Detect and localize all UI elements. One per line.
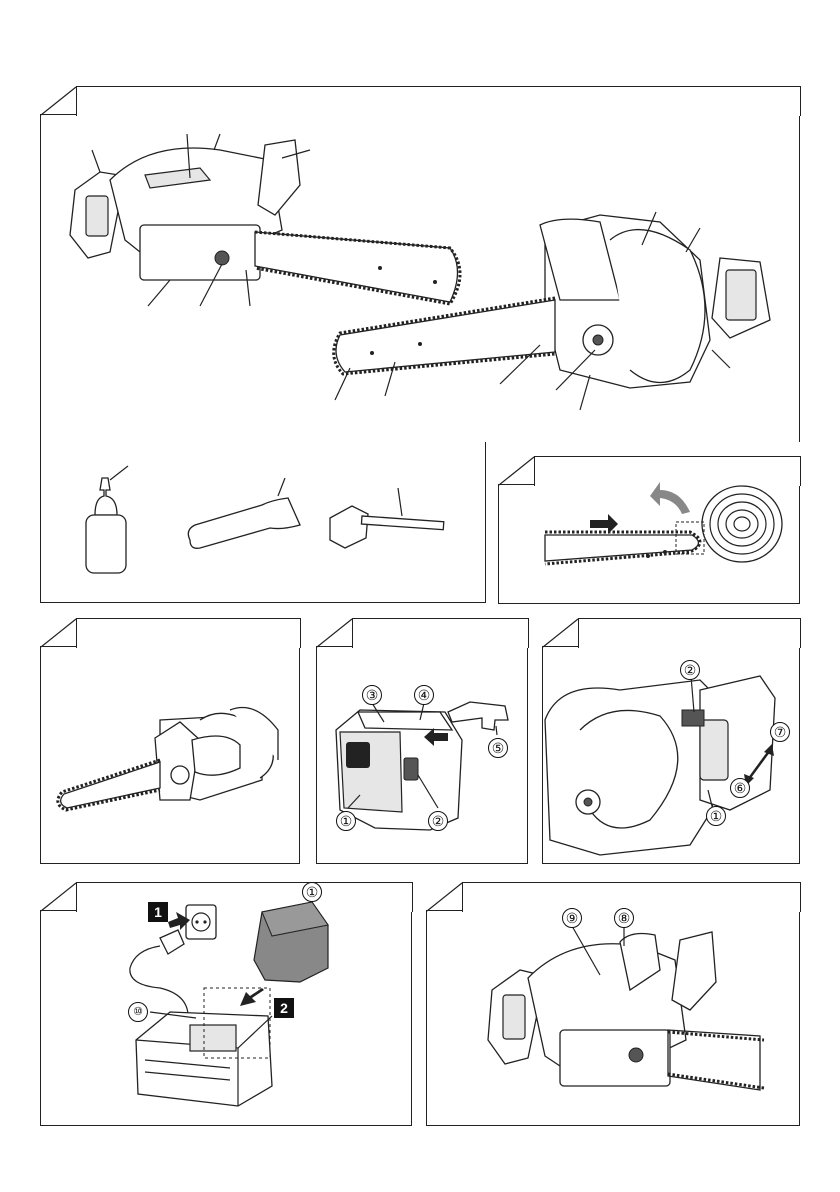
oil-cap-label: ⑨ (562, 908, 582, 928)
oil-window-label: ⑧ (614, 908, 634, 928)
